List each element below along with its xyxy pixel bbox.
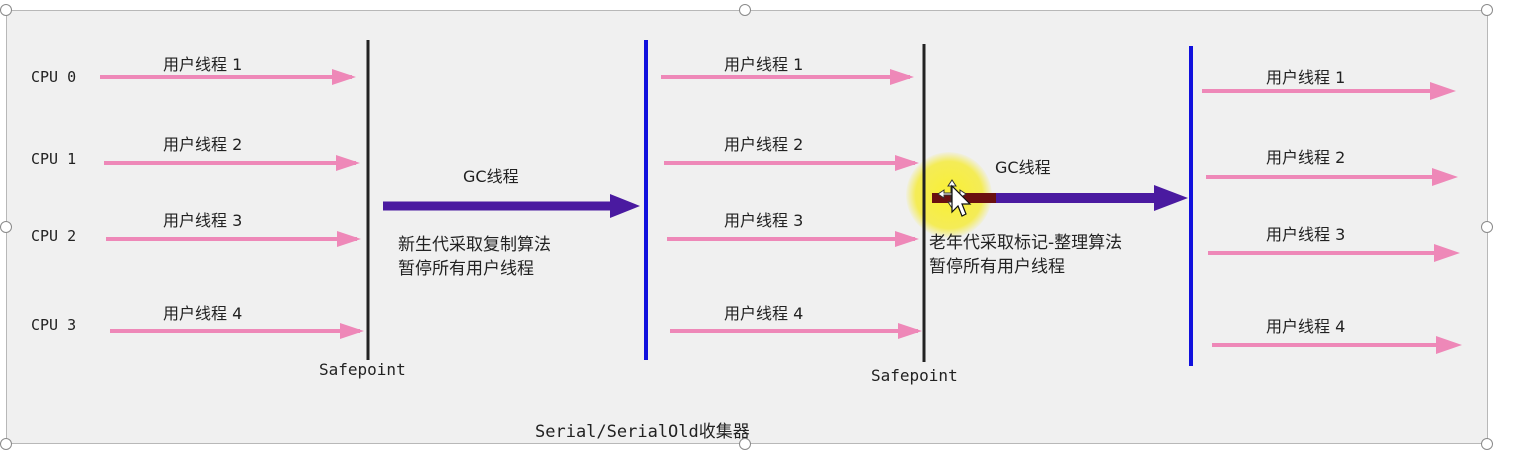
user-thread-label: 用户线程 4	[724, 304, 804, 323]
user-thread-label: 用户线程 3	[163, 211, 243, 230]
user-arrowhead	[1430, 82, 1456, 100]
user-thread-label: 用户线程 3	[724, 211, 804, 230]
phase2-user-arrows	[661, 69, 922, 339]
user-arrowhead	[890, 69, 914, 85]
resize-handle-top-right[interactable]	[1481, 4, 1493, 16]
user-thread-label: 用户线程 2	[1266, 148, 1346, 167]
user-thread-label: 用户线程 1	[724, 55, 804, 74]
user-arrowhead	[336, 155, 360, 171]
phase1-description-line-2: 暂停所有用户线程	[398, 259, 534, 279]
safepoint-label-2: Safepoint	[871, 366, 958, 385]
user-thread-label: 用户线程 4	[163, 304, 243, 323]
user-arrowhead	[337, 231, 361, 247]
user-thread-label: 用户线程 2	[163, 135, 243, 154]
gc-arrow-1	[383, 194, 640, 218]
resize-handle-right[interactable]	[1481, 221, 1493, 233]
safepoint-label-1: Safepoint	[319, 360, 406, 379]
diagram-caption: Serial/SerialOld收集器	[535, 422, 750, 442]
user-arrowhead	[898, 323, 922, 339]
diagram-canvas	[6, 10, 1488, 444]
gc-thread-label-1: GC线程	[463, 167, 519, 186]
cpu-label-2: CPU 2	[31, 227, 77, 245]
cpu-label-1: CPU 1	[31, 150, 77, 168]
user-arrowhead	[340, 323, 364, 339]
cpu-label-3: CPU 3	[31, 316, 77, 334]
user-thread-label: 用户线程 2	[724, 135, 804, 154]
user-thread-label: 用户线程 1	[1266, 68, 1346, 87]
cpu-label-0: CPU 0	[31, 68, 77, 86]
user-arrowhead	[1436, 336, 1462, 354]
phase3-user-arrows	[1202, 82, 1462, 354]
user-arrowhead	[895, 231, 919, 247]
phase1-description-line-1: 新生代采取复制算法	[398, 235, 551, 255]
user-thread-label: 用户线程 4	[1266, 317, 1346, 336]
user-arrowhead	[1434, 244, 1460, 262]
user-arrowhead	[332, 69, 356, 85]
phase2-description-line-2: 暂停所有用户线程	[929, 257, 1065, 277]
resize-handle-left[interactable]	[0, 221, 12, 233]
pointer-cursor-icon	[951, 184, 972, 217]
gc-arrow-2	[932, 185, 1188, 211]
resize-handle-top-left[interactable]	[0, 4, 12, 16]
user-thread-label: 用户线程 1	[163, 55, 243, 74]
phase2-description-line-1: 老年代采取标记-整理算法	[929, 233, 1123, 253]
gc-thread-label-2: GC线程	[995, 158, 1051, 177]
user-thread-label: 用户线程 3	[1266, 225, 1346, 244]
phase1-user-arrows	[100, 69, 364, 339]
user-arrowhead	[1432, 168, 1458, 186]
user-arrowhead	[895, 155, 919, 171]
resize-handle-top[interactable]	[739, 4, 751, 16]
